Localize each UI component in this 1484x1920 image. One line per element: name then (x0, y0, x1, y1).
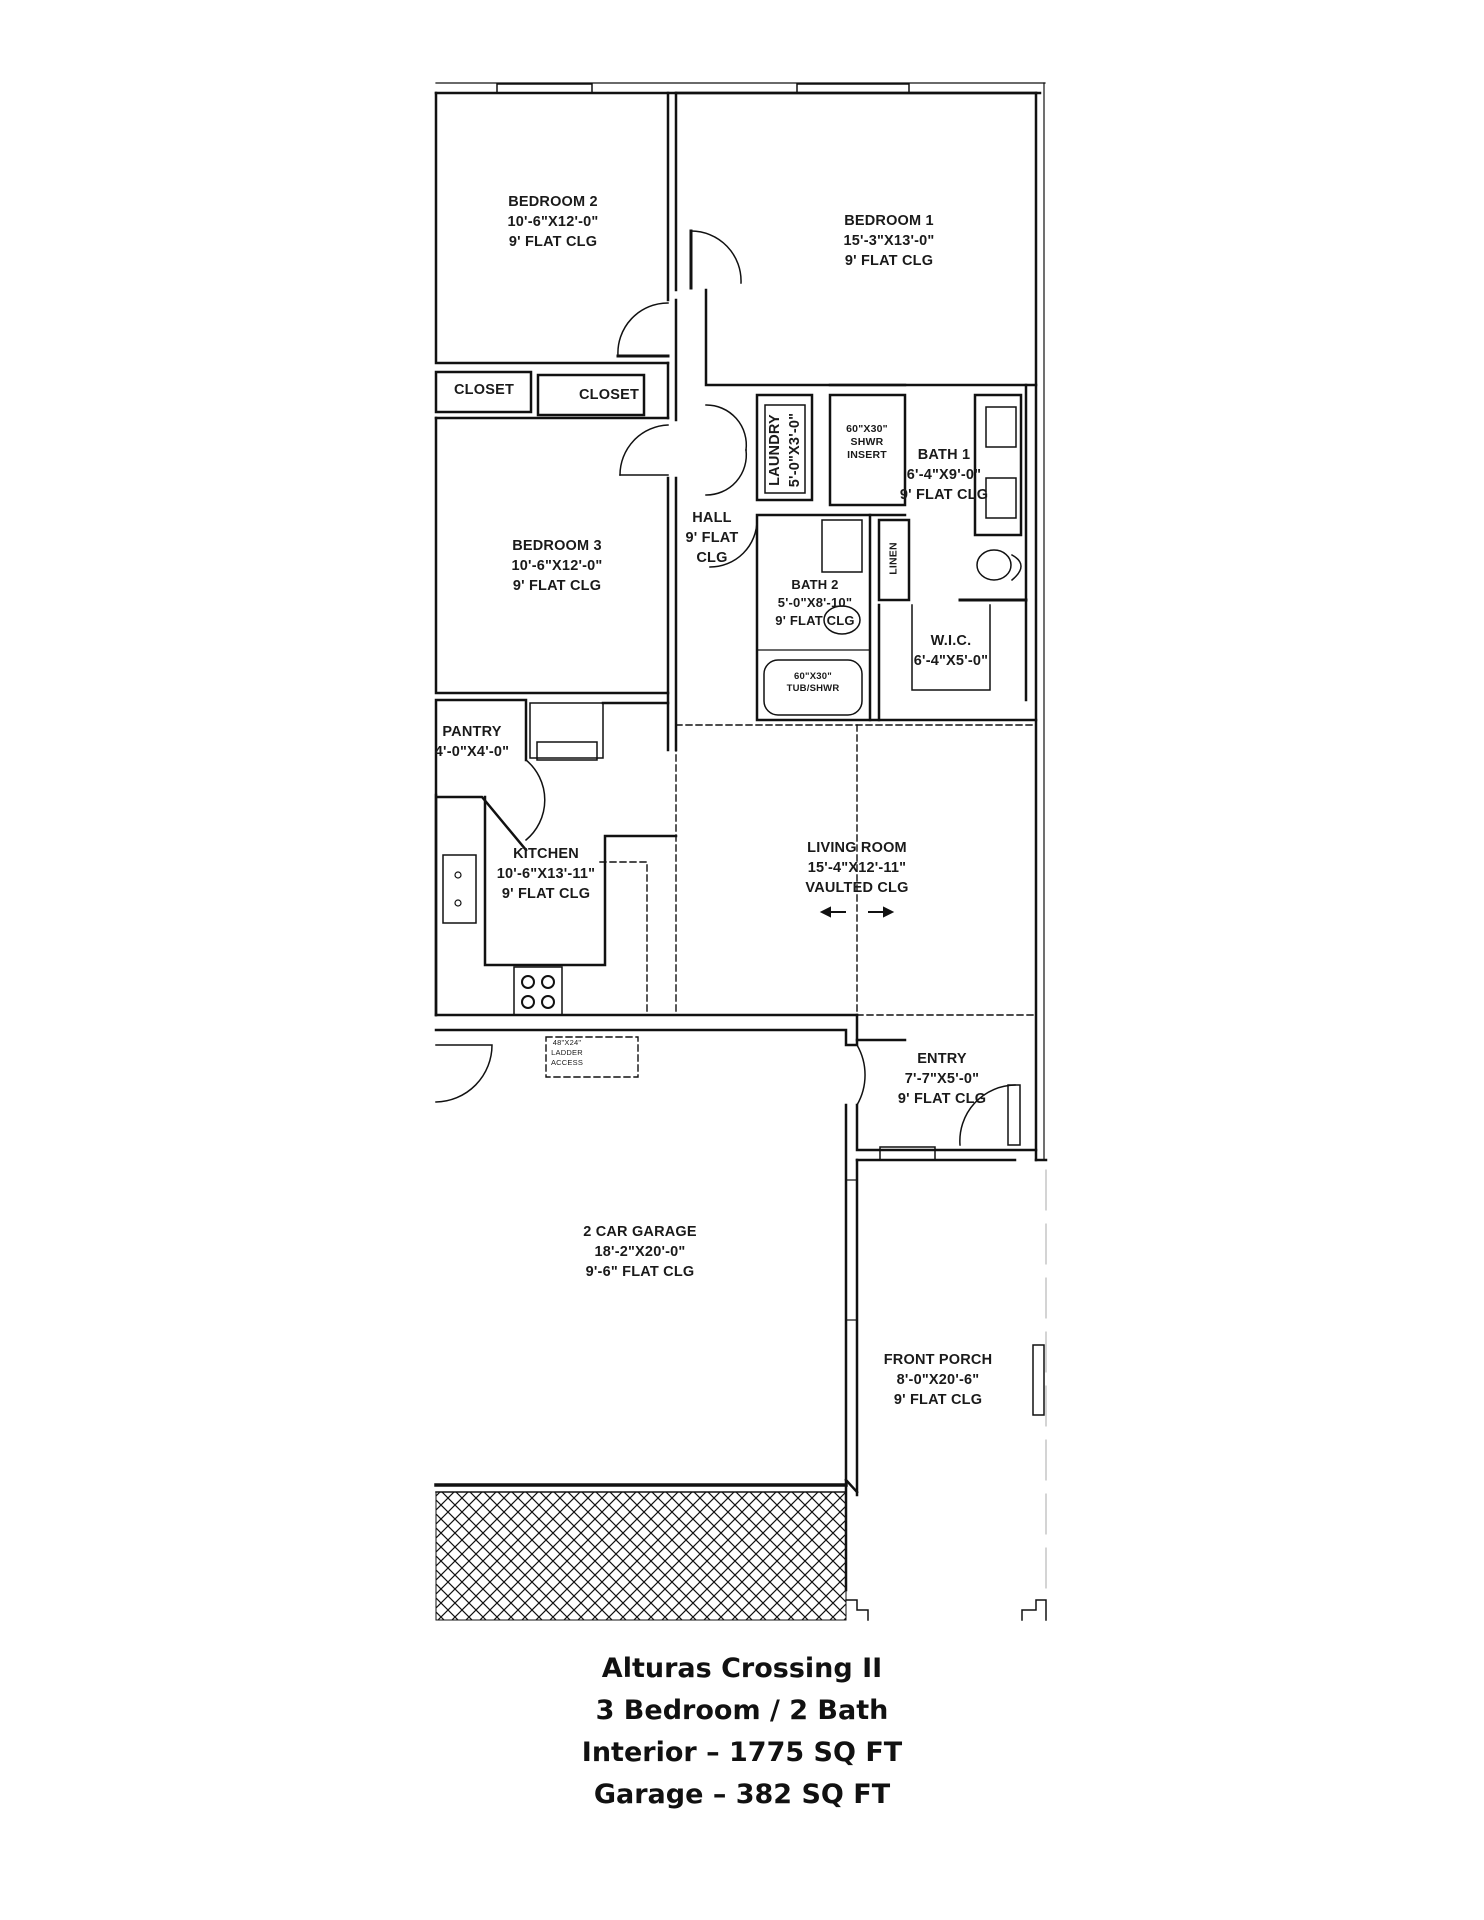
room-label-wic: W.I.C. 6'-4"X5'-0" (914, 631, 988, 671)
room-label-hall: HALL 9' FLAT CLG (686, 508, 739, 568)
room-name: LAUNDRY (767, 414, 783, 486)
room-label-bedroom-3: BEDROOM 3 10'-6"X12'-0" 9' FLAT CLG (512, 536, 603, 596)
room-dims: 7'-7"X5'-0" (904, 1071, 980, 1087)
room-label-bedroom-1: BEDROOM 1 15'-3"X13'-0" 9' FLAT CLG (844, 211, 935, 271)
fixture-label-shower-insert: 60"X30" SHWR INSERT (846, 423, 888, 462)
room-ceiling: 9' FLAT CLG (897, 1091, 987, 1107)
room-label-garage: 2 CAR GARAGE 18'-2"X20'-0" 9'-6" FLAT CL… (583, 1222, 697, 1282)
room-label-entry: ENTRY 7'-7"X5'-0" 9' FLAT CLG (898, 1049, 986, 1109)
room-name: CLOSET (578, 387, 640, 403)
room-ceiling: VAULTED CLG (805, 880, 909, 896)
room-ceiling: 9' FLAT CLG (512, 578, 602, 594)
room-label-linen: LINEN (888, 542, 901, 575)
room-name: CLOSET (453, 382, 515, 398)
room-dims: 15'-3"X13'-0" (843, 233, 935, 249)
caption-interior-area: Interior – 1775 SQ FT (581, 1737, 903, 1768)
room-ceiling: 9' FLAT CLG (893, 1392, 983, 1408)
room-label-kitchen: KITCHEN 10'-6"X13'-11" 9' FLAT CLG (497, 844, 595, 904)
room-ceiling: CLG (696, 550, 728, 566)
label-ladder-access: 48"X24" LADDER ACCESS (551, 1038, 583, 1068)
room-dims: 10'-6"X13'-11" (496, 866, 596, 882)
room-dims: 6'-4"X9'-0" (906, 467, 982, 483)
room-name: LINEN (887, 542, 900, 575)
fixture-line: 60"X30" (794, 671, 832, 682)
room-dims: 18'-2"X20'-0" (594, 1244, 686, 1260)
room-name: BATH 1 (917, 447, 971, 463)
plan-caption: Alturas Crossing II 3 Bedroom / 2 Bath I… (0, 1648, 1484, 1816)
caption-garage-area: Garage – 382 SQ FT (593, 1779, 891, 1810)
fixture-line: 48"X24" (552, 1038, 582, 1047)
fixture-line: LADDER (551, 1048, 583, 1057)
room-dims: 10'-6"X12'-0" (511, 558, 603, 574)
room-label-pantry: PANTRY 4'-0"X4'-0" (435, 722, 509, 762)
room-ceiling: 9' FLAT CLG (899, 487, 989, 503)
fixture-line: INSERT (847, 449, 887, 461)
fixture-line: TUB/SHWR (786, 683, 840, 694)
room-label-bedroom-2: BEDROOM 2 10'-6"X12'-0" 9' FLAT CLG (508, 192, 599, 252)
room-ceiling: 9' FLAT CLG (775, 613, 855, 628)
room-dims: 5'-0"X8'-10" (777, 595, 853, 610)
room-dims: 10'-6"X12'-0" (507, 214, 599, 230)
room-label-closet-1: CLOSET (454, 380, 514, 400)
room-name: BEDROOM 2 (508, 194, 598, 210)
room-name: BATH 2 (791, 577, 839, 592)
room-name: HALL (692, 510, 732, 526)
room-label-living-room: LIVING ROOM 15'-4"X12'-11" VAULTED CLG (805, 838, 908, 898)
fixture-line: SHWR (850, 436, 884, 448)
room-label-front-porch: FRONT PORCH 8'-0"X20'-6" 9' FLAT CLG (884, 1350, 993, 1410)
fixture-line: 60"X30" (846, 423, 888, 435)
room-dims: 15'-4"X12'-11" (807, 860, 907, 876)
room-ceiling: 9' FLAT CLG (508, 234, 598, 250)
room-label-closet-2: CLOSET (579, 385, 639, 405)
room-ceiling: 9' FLAT CLG (501, 886, 591, 902)
room-dims: 4'-0"X4'-0" (434, 744, 510, 760)
room-dims: 6'-4"X5'-0" (913, 653, 989, 669)
caption-title: Alturas Crossing II (601, 1653, 883, 1684)
room-name: BEDROOM 1 (844, 213, 934, 229)
room-dims: 8'-0"X20'-6" (896, 1372, 980, 1388)
room-name: BEDROOM 3 (512, 538, 602, 554)
room-name: LIVING ROOM (807, 840, 907, 856)
room-ceiling: 9' FLAT (685, 530, 739, 546)
room-label-bath-2: BATH 2 5'-0"X8'-10" 9' FLAT CLG (775, 576, 854, 630)
fixture-label-tub-shower: 60"X30" TUB/SHWR (787, 671, 840, 695)
fixture-line: ACCESS (550, 1058, 584, 1067)
room-ceiling: 9' FLAT CLG (844, 253, 934, 269)
caption-layout: 3 Bedroom / 2 Bath (595, 1695, 889, 1726)
room-name: PANTRY (442, 724, 502, 740)
room-label-bath-1: BATH 1 6'-4"X9'-0" 9' FLAT CLG (900, 445, 988, 505)
room-name: W.I.C. (930, 633, 972, 649)
room-name: FRONT PORCH (883, 1352, 993, 1368)
room-name: 2 CAR GARAGE (583, 1224, 697, 1240)
room-name: KITCHEN (513, 846, 579, 862)
room-label-laundry: LAUNDRY 5'-0"X3'-0" (765, 400, 805, 500)
room-name: ENTRY (917, 1051, 967, 1067)
room-ceiling: 9'-6" FLAT CLG (585, 1264, 695, 1280)
room-dims: 5'-0"X3'-0" (787, 412, 803, 488)
